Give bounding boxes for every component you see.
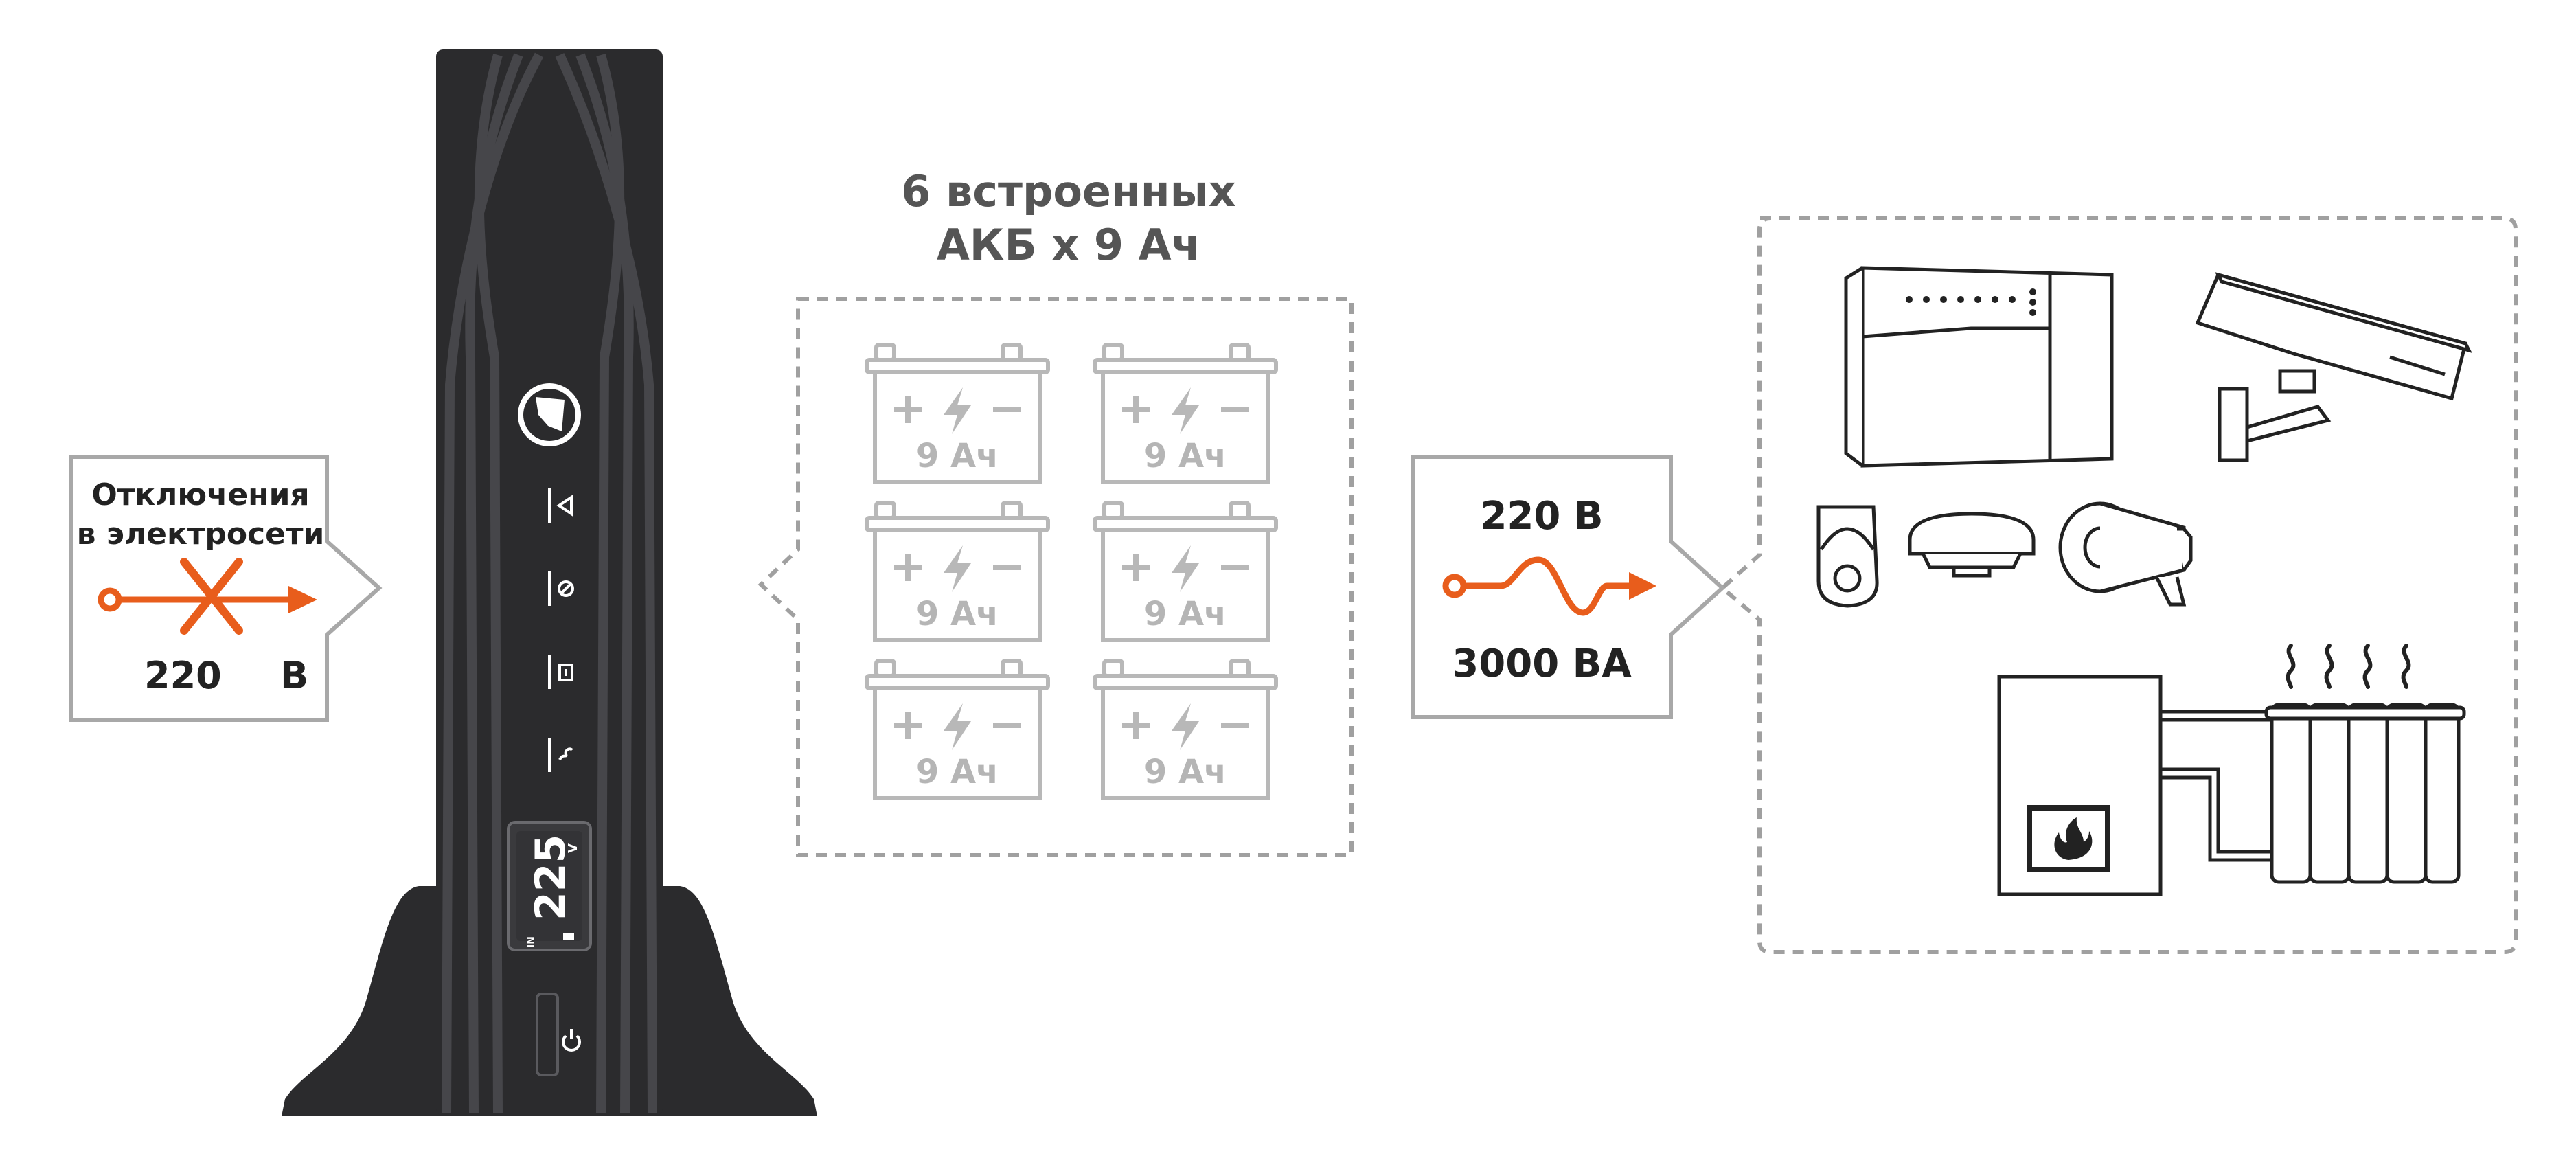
battery-capacity-label: 9 Ач [916,437,999,475]
lcd-label: IN [526,936,537,948]
left-callout: Отключения в электросети 220 В [69,455,383,722]
heat-waves [2286,644,2411,689]
battery-grid: 9 Ач 9 Ач 9 Ач 9 Ач 9 Ач 9 Ач [865,343,1278,800]
alarm-control-panel-icon [1844,266,2114,468]
battery-icon [558,664,573,681]
radiator-icon [2264,644,2466,884]
right-power: 3000 ВА [1452,642,1632,686]
battery-capacity-label: 9 Ач [1144,595,1227,633]
lcd-unit: V [566,843,580,853]
battery-capacity-label: 9 Ач [916,753,999,791]
ac-wave-icon [558,747,573,761]
warning-icon [556,495,573,517]
ups-stripes [442,52,657,1113]
battery-icon-6: 9 Ач [1093,659,1278,800]
battery-icon-1: 9 Ач [865,343,1050,484]
lcd-value: 225 [527,835,575,920]
ups-tower: 225 V IN [282,49,817,1116]
battery-title-line2: АКБ х 9 Ач [937,220,1200,270]
callout-text-line2: в электросети [77,517,325,552]
battery-mode-icon [558,580,574,597]
indicator-panel [548,488,574,772]
brand-logo-icon [518,383,581,446]
sine-wave-arrow-icon [1442,556,1656,616]
siren-speaker-icon [2058,501,2193,607]
smoke-detector-icon [1908,512,2036,578]
cctv-camera-icon [2195,272,2472,462]
battery-capacity-label: 9 Ач [1144,753,1227,791]
motion-sensor-icon [1816,505,1879,608]
battery-capacity-label: 9 Ач [916,595,999,633]
heating-pipes [2161,710,2273,862]
right-callout: 220 В 3000 ВА [1411,455,1726,719]
battery-icon-5: 9 Ач [865,659,1050,800]
battery-capacity-label: 9 Ач [1144,437,1227,475]
power-icon [562,1029,581,1052]
gas-boiler-icon [1997,675,2163,896]
lcd-display: 225 V IN [507,821,592,951]
power-button[interactable] [536,993,581,1076]
battery-icon-3: 9 Ач [865,501,1050,642]
callout-text-line1: Отключения [91,477,309,512]
battery-title-line1: 6 встроенных [901,166,1235,216]
devices-dashed-frame [1719,216,2518,954]
battery-icon-2: 9 Ач [1093,343,1278,484]
left-voltage-value: 220 [144,654,222,697]
battery-icon-4: 9 Ач [1093,501,1278,642]
left-voltage-unit: В [280,654,308,697]
devices-section [1719,216,2518,954]
power-cut-x-arrow-icon [98,558,317,635]
lcd-battery-glyph [563,933,574,940]
right-voltage: 220 В [1480,494,1603,539]
